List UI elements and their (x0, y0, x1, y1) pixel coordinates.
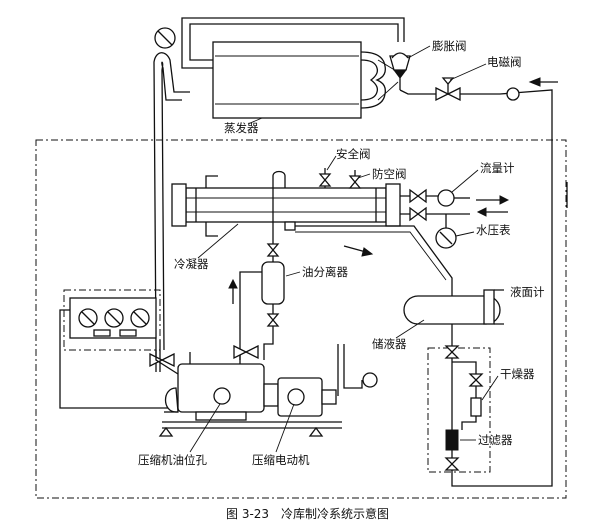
condenser-label: 冷凝器 (174, 257, 209, 271)
water-valve-upper-icon (409, 188, 427, 204)
liquid-line-condenser-to-receiver (295, 225, 453, 296)
water-pressure-gauge-icon (435, 214, 457, 249)
condenser (171, 175, 401, 237)
solenoid-valve-leader (449, 63, 487, 81)
evaporator-leader (247, 117, 263, 125)
dryer-filter-box (427, 347, 491, 473)
dryer-filter-line (451, 340, 477, 462)
flowmeter-label: 流量计 (480, 161, 515, 175)
filter-outlet-valve-icon (444, 457, 460, 471)
expansion-valve-icon (389, 52, 411, 90)
dryer-label: 干燥器 (500, 367, 535, 381)
enclosure-boundary (35, 139, 567, 499)
anti-vacuum-valve-leader (357, 173, 371, 179)
evaporator-suction-pipe-inner (181, 17, 405, 69)
coupling (263, 383, 279, 407)
compressor-motor (277, 377, 337, 417)
flowmeter-icon (437, 189, 455, 207)
figure-caption: 图 3-23 冷库制冷系统示意图 (226, 506, 389, 521)
solenoid-valve-label: 电磁阀 (487, 55, 522, 69)
oil-pump-gauge-icon (337, 344, 378, 396)
anti-vacuum-valve-icon (348, 170, 362, 189)
dryer-bypass-valve-icon (468, 373, 484, 387)
water-pressure-gauge-leader (455, 231, 475, 237)
safety-valve-label: 安全阀 (336, 147, 371, 161)
gauge-panel (63, 289, 161, 351)
liquid-sight-glass-icon (506, 87, 520, 101)
level-gauge-icon (483, 289, 504, 325)
compressor-motor-label: 压缩电动机 (252, 453, 310, 467)
water-flow-arrows (476, 195, 510, 217)
anti-vacuum-valve-label: 防空阀 (372, 167, 407, 181)
suction-inlet (155, 350, 179, 375)
compressor-motor-leader (275, 403, 295, 453)
compressor-oil-sight-label: 压缩机油位孔 (138, 453, 207, 467)
oil-return-line (263, 326, 274, 360)
safety-valve-leader (326, 155, 337, 171)
sight-glass-icon (154, 27, 176, 49)
flow-arrow-top (528, 77, 558, 87)
compressor (164, 352, 265, 421)
solenoid-valve-icon (435, 77, 461, 102)
evaporator-suction-pipe (189, 23, 399, 61)
suction-riser-outer (161, 61, 182, 351)
level-gauge-label: 液面计 (510, 285, 545, 299)
dryer-leader (481, 375, 499, 401)
discharge-line (239, 271, 262, 360)
evaporator-label: 蒸发器 (224, 121, 259, 135)
condenser-drain-box (284, 221, 296, 231)
main-line-valve-icon (444, 345, 460, 359)
oil-separator-label: 油分离器 (302, 265, 348, 279)
expansion-valve-leader (407, 45, 431, 59)
discharge-to-condenser (272, 170, 286, 244)
safety-valve-icon (318, 168, 332, 188)
filter-icon (445, 429, 459, 451)
water-valve-lower-icon (409, 206, 427, 222)
oil-separator-valve-icon (266, 243, 280, 257)
condenser-leader (197, 223, 239, 259)
compressor-oil-sight-leader (189, 403, 221, 453)
expansion-valve-label: 膨胀阀 (432, 39, 467, 53)
evaporator (212, 41, 399, 119)
oil-separator-leader (285, 271, 301, 277)
water-pressure-gauge-label: 水压表 (476, 223, 511, 237)
oil-separator (261, 250, 285, 316)
suction-riser (153, 52, 190, 351)
flowmeter-leader (451, 169, 479, 193)
receiver-label: 储液器 (372, 337, 407, 351)
filter-label: 过滤器 (478, 433, 513, 447)
liquid-line-top (399, 89, 553, 487)
compressor-base (158, 411, 342, 437)
flow-arrow-mid (343, 245, 374, 257)
receiver-leader (395, 319, 425, 339)
oil-return-valve-icon (266, 313, 280, 327)
dryer-icon (470, 397, 482, 417)
discharge-valve-icon (233, 344, 259, 360)
discharge-arrow (228, 278, 238, 304)
liquid-line-inner (295, 231, 447, 281)
receiver (403, 295, 501, 340)
